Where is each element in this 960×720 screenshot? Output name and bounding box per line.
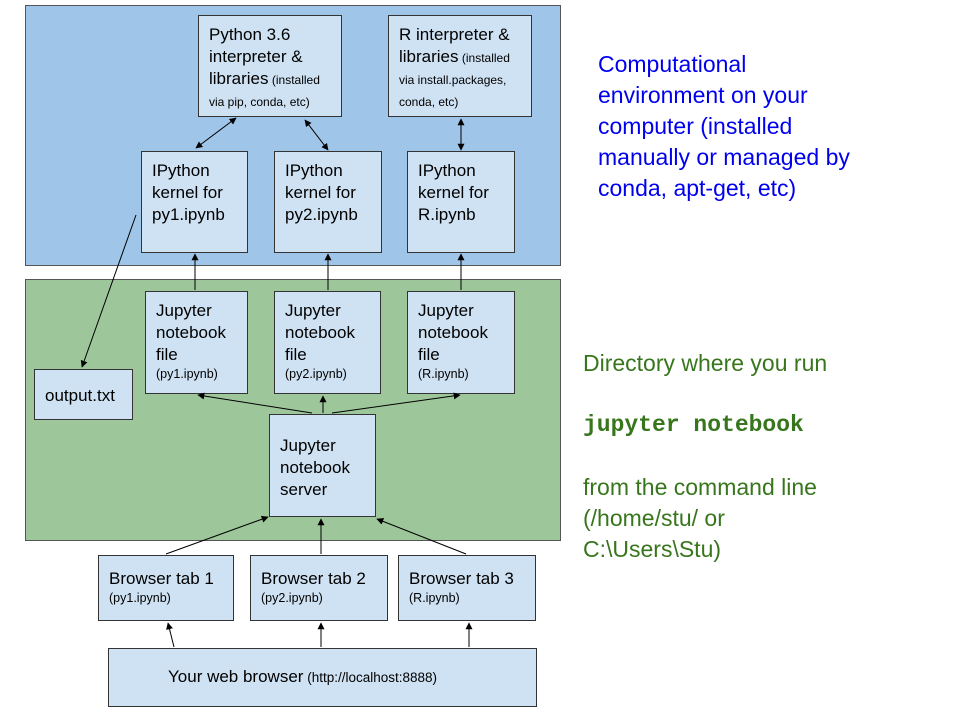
r-line1: R interpreter & xyxy=(399,25,510,44)
browser-tab-1-label: Browser tab 1 xyxy=(109,569,214,588)
notebook-label-py2: Jupyter notebook file xyxy=(285,301,355,364)
python-line2: interpreter & xyxy=(209,47,303,66)
web-browser-box: Your web browser (http://localhost:8888) xyxy=(108,648,537,707)
output-file-label: output.txt xyxy=(45,386,115,405)
notebook-file-box-py2: Jupyter notebook file (py2.ipynb) xyxy=(274,291,381,394)
directory-caption-command: jupyter notebook xyxy=(583,412,804,438)
notebook-filename-py2: (py2.ipynb) xyxy=(285,367,347,381)
notebook-server-label: Jupyter notebook server xyxy=(280,436,350,499)
python-line3: libraries xyxy=(209,69,269,88)
kernel-box-r: IPython kernel for R.ipynb xyxy=(407,151,515,253)
directory-caption: Directory where you run jupyter notebook… xyxy=(583,317,943,596)
browser-tab-2: Browser tab 2 (py2.ipynb) xyxy=(250,555,388,621)
notebook-server-box: Jupyter notebook server xyxy=(269,414,376,517)
browser-tab-2-file: (py2.ipynb) xyxy=(261,591,323,605)
r-interpreter-box: R interpreter & libraries (installed via… xyxy=(388,15,532,117)
browser-tab-3-label: Browser tab 3 xyxy=(409,569,514,588)
environment-caption: Computational environment on your comput… xyxy=(598,51,850,201)
notebook-label-py1: Jupyter notebook file xyxy=(156,301,226,364)
kernel-label-r: IPython kernel for R.ipynb xyxy=(418,161,489,224)
browser-tab-1: Browser tab 1 (py1.ipynb) xyxy=(98,555,234,621)
notebook-filename-py1: (py1.ipynb) xyxy=(156,367,218,381)
kernel-box-py1: IPython kernel for py1.ipynb xyxy=(141,151,248,253)
browser-tab-3-file: (R.ipynb) xyxy=(409,591,460,605)
kernel-label-py1: IPython kernel for py1.ipynb xyxy=(152,161,225,224)
browser-tab-2-label: Browser tab 2 xyxy=(261,569,366,588)
web-browser-url: (http://localhost:8888) xyxy=(303,670,438,685)
arrow-kernel-output xyxy=(80,214,137,368)
notebook-label-r: Jupyter notebook file xyxy=(418,301,488,364)
python-line1: Python 3.6 xyxy=(209,25,291,44)
output-file-box: output.txt xyxy=(34,369,133,420)
r-line2: libraries xyxy=(399,47,459,66)
arrow-kernel-py2-python xyxy=(304,119,329,151)
arrow-browser-tab1 xyxy=(166,622,175,648)
browser-tab-3: Browser tab 3 (R.ipynb) xyxy=(398,555,536,621)
r-install-note: (installed via install.packages, conda, … xyxy=(399,51,510,109)
kernel-label-py2: IPython kernel for py2.ipynb xyxy=(285,161,358,224)
web-browser-label: Your web browser xyxy=(168,667,304,686)
python-line3-wrap: libraries (installed via pip, conda, etc… xyxy=(209,68,331,112)
notebook-file-box-r: Jupyter notebook file (R.ipynb) xyxy=(407,291,515,394)
arrow-server-notebook-py1 xyxy=(197,392,313,414)
browser-tab-1-file: (py1.ipynb) xyxy=(109,591,171,605)
directory-caption-post: from the command line (/home/stu/ or C:\… xyxy=(583,474,817,562)
arrow-kernel-py1-python xyxy=(195,117,237,149)
directory-caption-pre: Directory where you run xyxy=(583,350,828,376)
arrow-tab1-server xyxy=(165,515,269,555)
arrow-server-notebook-r xyxy=(331,392,461,414)
notebook-file-box-py1: Jupyter notebook file (py1.ipynb) xyxy=(145,291,248,394)
notebook-filename-r: (R.ipynb) xyxy=(418,367,469,381)
python-interpreter-box: Python 3.6 interpreter & libraries (inst… xyxy=(198,15,342,117)
kernel-box-py2: IPython kernel for py2.ipynb xyxy=(274,151,382,253)
arrow-tab3-server xyxy=(376,518,467,555)
python-install-note: (installed via pip, conda, etc) xyxy=(209,73,320,109)
r-line2-wrap: libraries (installed via install.package… xyxy=(399,46,521,112)
